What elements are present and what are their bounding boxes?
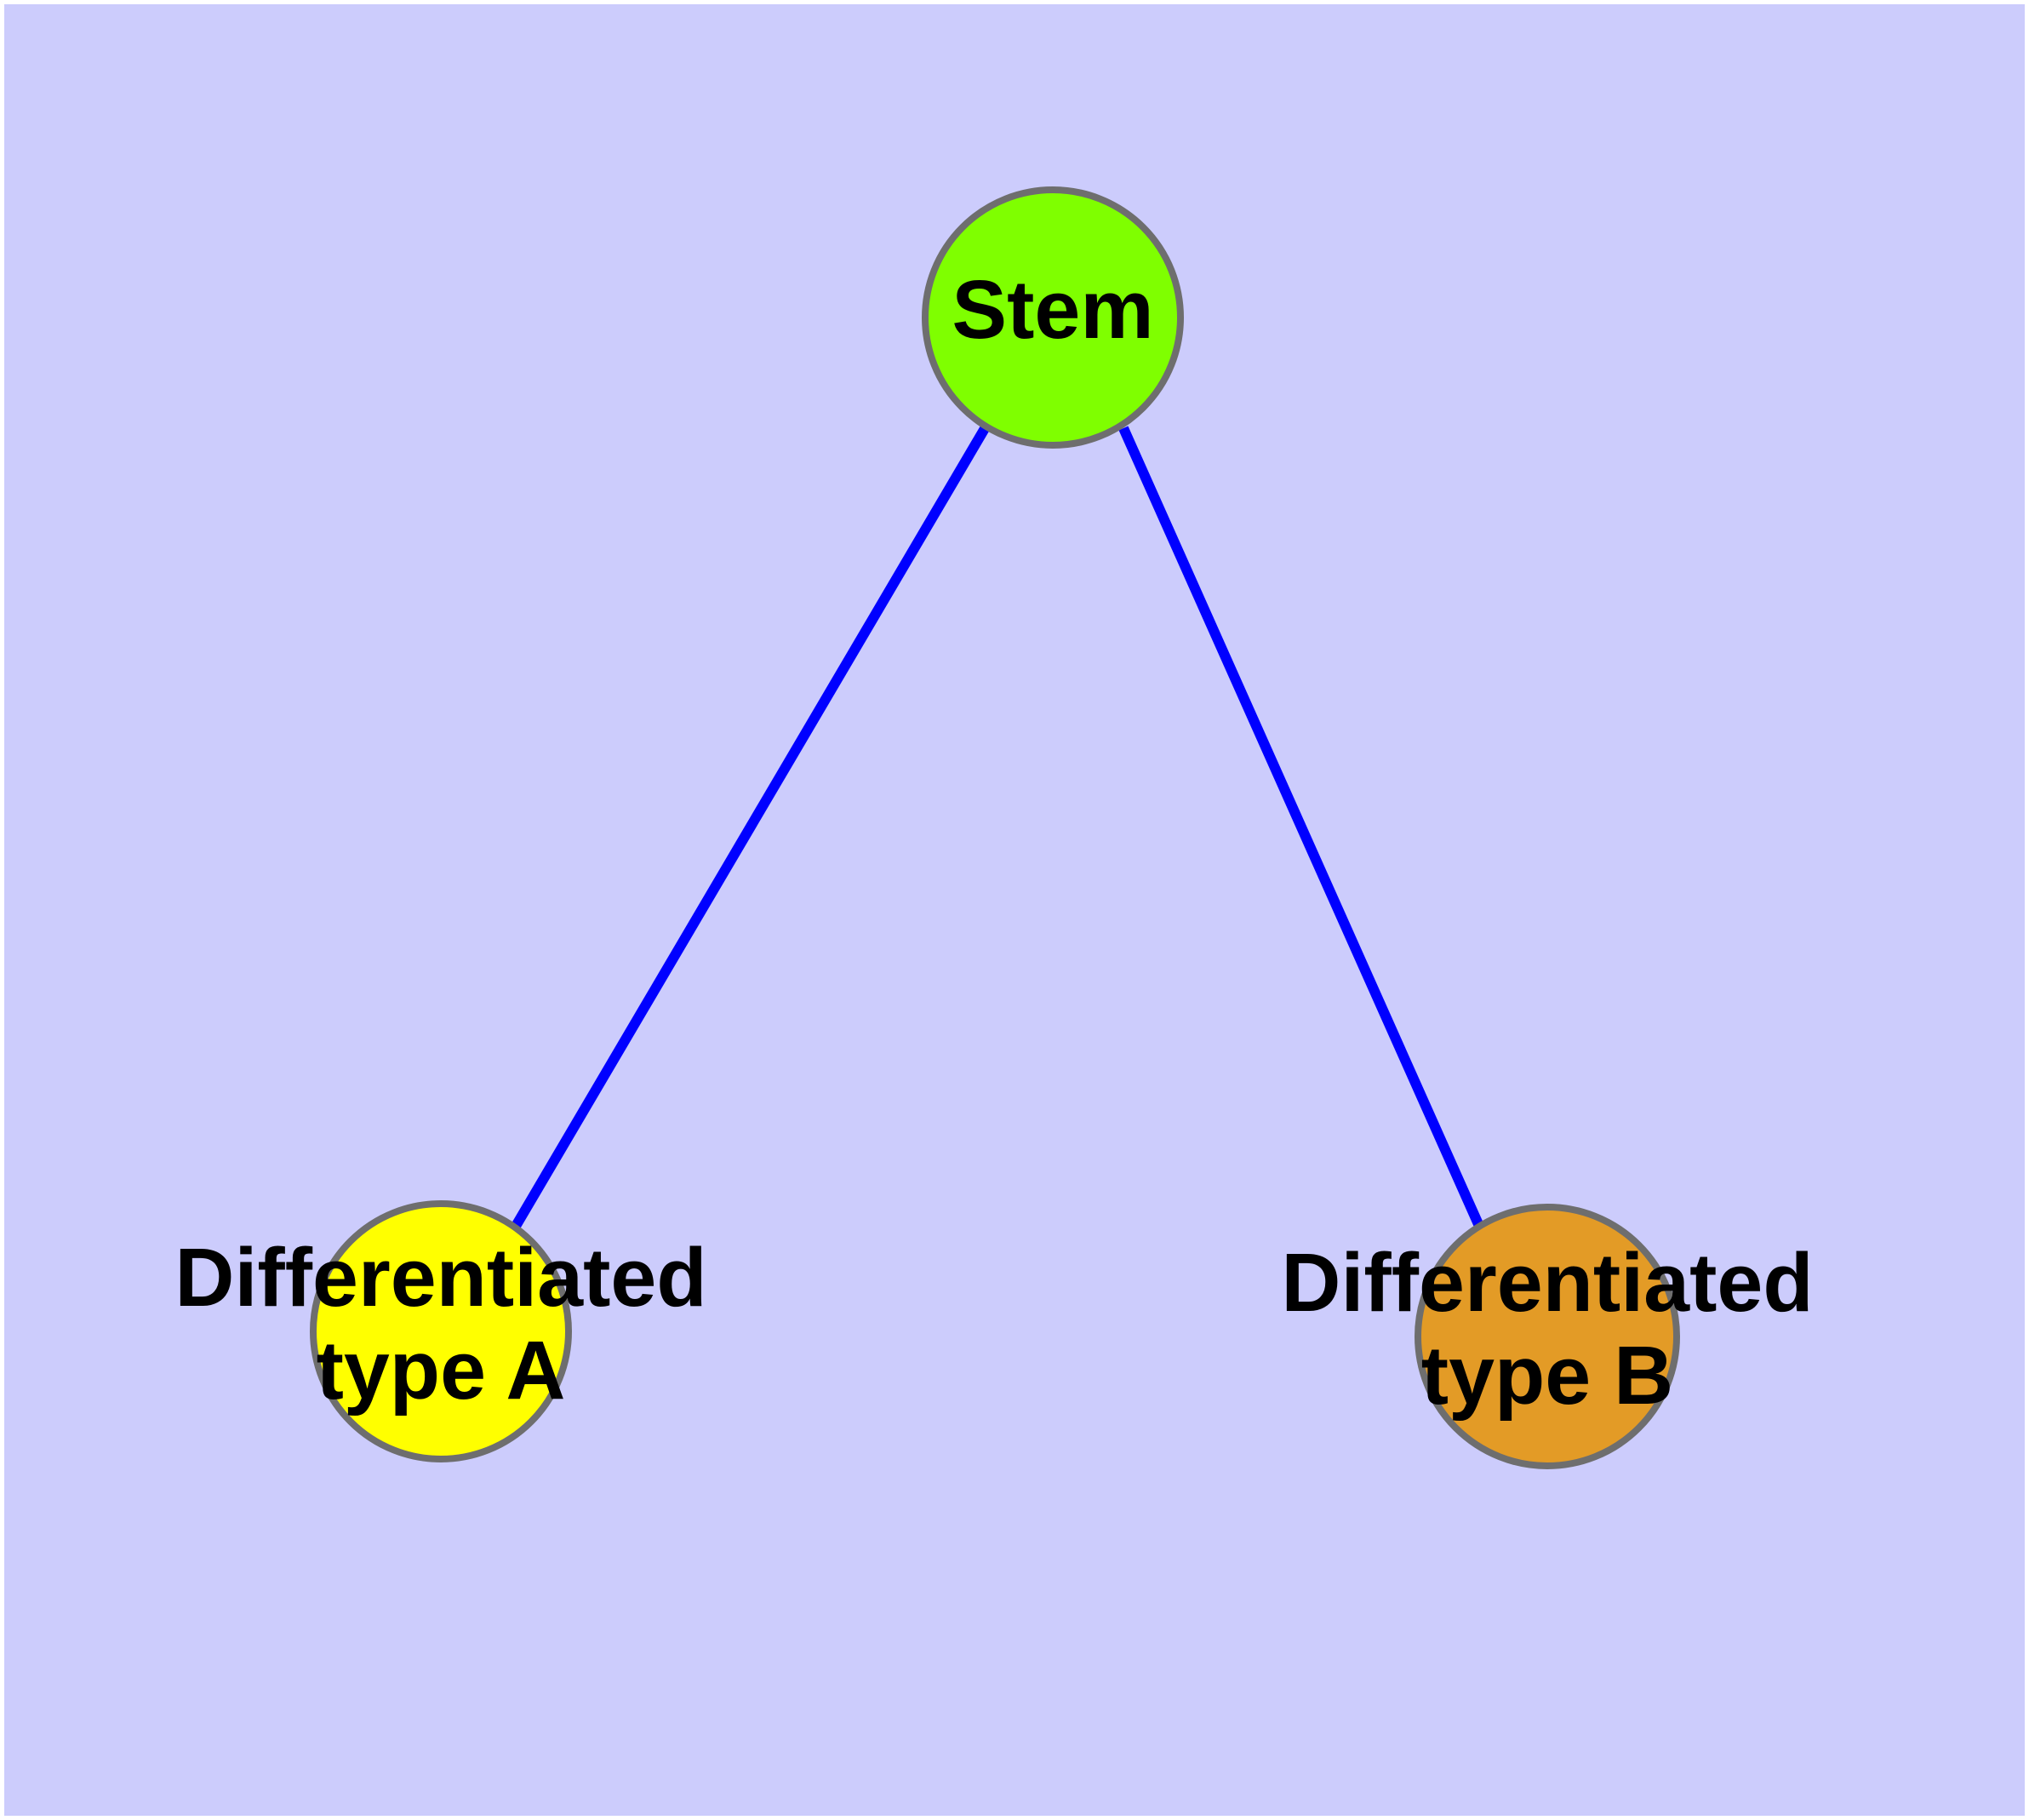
edge-layer	[510, 422, 1483, 1231]
node-stem[interactable]	[922, 186, 1184, 449]
node-differentiated-type-b[interactable]	[1415, 1204, 1680, 1469]
edge-stem-to-diff-a[interactable]	[510, 422, 992, 1231]
node-layer	[310, 186, 1680, 1469]
edge-stem-to-diff-b[interactable]	[1118, 426, 1483, 1227]
node-differentiated-type-a[interactable]	[310, 1200, 572, 1462]
